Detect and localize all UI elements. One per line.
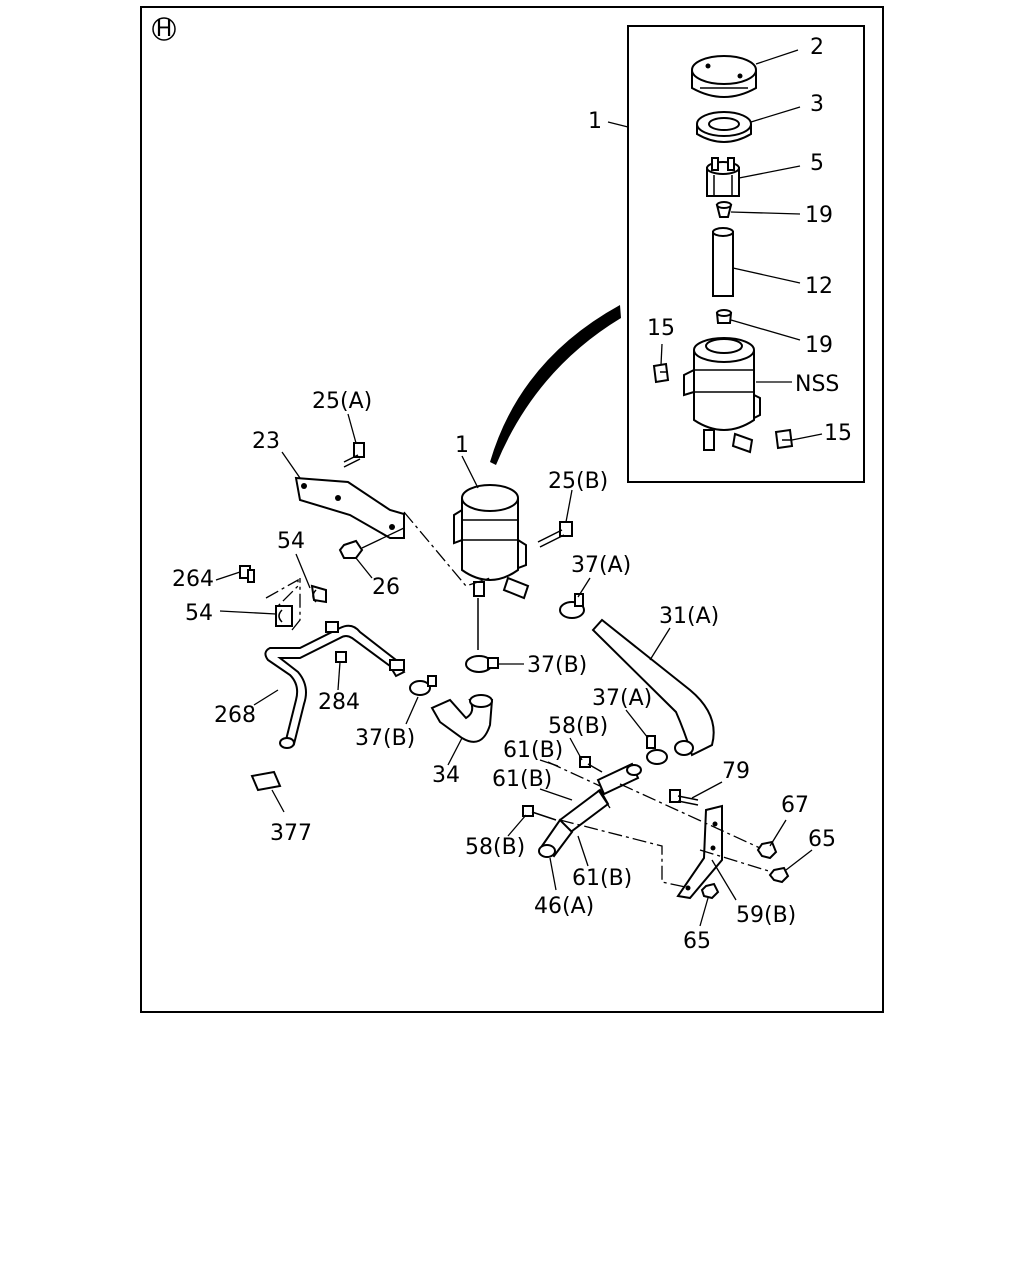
section-marker-text: H [156,17,173,42]
bolt-part-58b-upper [579,756,603,773]
inset-frame [627,25,865,483]
label-264: 264 [172,567,214,592]
clamp-part-37b-left [409,675,437,696]
label-nss: NSS [795,372,839,397]
label-37b-upper: 37(B) [527,653,587,678]
label-284: 284 [318,690,360,715]
label-61b-middle: 61(B) [492,767,552,792]
bolt-part-25b [537,521,573,548]
joint-part-61-upper [596,762,642,796]
bolt-part-25a [343,442,365,468]
label-34: 34 [432,763,460,788]
label-37a-lower: 37(A) [592,686,652,711]
filter-cage-part [706,157,740,197]
label-25a: 25(A) [312,389,372,414]
hose-part-34 [430,694,494,743]
label-58b-upper: 58(B) [548,714,608,739]
label-65-lower: 65 [683,929,711,954]
reservoir-body-inset [683,337,761,454]
tube-part [712,227,734,297]
nut-part-67 [756,840,778,860]
label-59b: 59(B) [736,903,796,928]
nut-part-65-right [768,866,790,884]
label-31a: 31(A) [659,604,719,629]
fitting-part-284 [335,651,347,663]
clamp-part-37a-upper [559,593,585,619]
gasket-part [696,111,752,143]
nut-part-65-lower [700,882,720,900]
cap-part [691,55,757,98]
label-58b-lower: 58(B) [465,835,525,860]
label-15-right: 15 [824,421,852,446]
hose-part-31a [591,618,715,757]
label-54-lower: 54 [185,601,213,626]
clip-part-inset-left [652,362,670,384]
label-19-lower: 19 [805,333,833,358]
grommet-part-lower [715,309,733,324]
label-37b-left: 37(B) [355,726,415,751]
bracket-part-59b [676,804,723,900]
block-part-377 [250,770,282,792]
label-25b: 25(B) [548,469,608,494]
bracket-part-54-lower [275,605,293,627]
bolt-part-79 [669,789,699,806]
clamp-part-37b-upper [465,655,499,673]
label-268: 268 [214,703,256,728]
label-377: 377 [270,821,312,846]
label-65-right: 65 [808,827,836,852]
label-12: 12 [805,274,833,299]
label-23: 23 [252,429,280,454]
label-15-left: 15 [647,316,675,341]
pipe-part-268 [264,621,406,749]
label-3: 3 [810,92,824,117]
bracket-part [294,476,405,539]
bolt-part-264 [239,565,255,583]
nut-part-26 [338,539,364,559]
clamp-part-37a-lower [646,735,668,765]
label-61b-upper: 61(B) [503,738,563,763]
grommet-part-upper [715,201,733,218]
label-54-upper: 54 [277,529,305,554]
label-67: 67 [781,793,809,818]
label-1: 1 [455,433,469,458]
label-26: 26 [372,575,400,600]
label-61b-lower: 61(B) [572,866,632,891]
label-19-upper: 19 [805,203,833,228]
bolt-part-58b-lower [522,805,557,821]
label-79: 79 [722,759,750,784]
inset-label: 1 [588,109,602,134]
bracket-part-54-upper [310,584,327,604]
label-46a: 46(A) [534,894,594,919]
reservoir-assembly [453,484,530,600]
label-2: 2 [810,35,824,60]
label-37a-upper: 37(A) [571,553,631,578]
detail-arrow [490,305,621,465]
diagram-frame [140,6,884,1013]
section-marker: H [152,17,176,42]
label-5: 5 [810,151,824,176]
clip-part-inset-right [774,428,794,450]
